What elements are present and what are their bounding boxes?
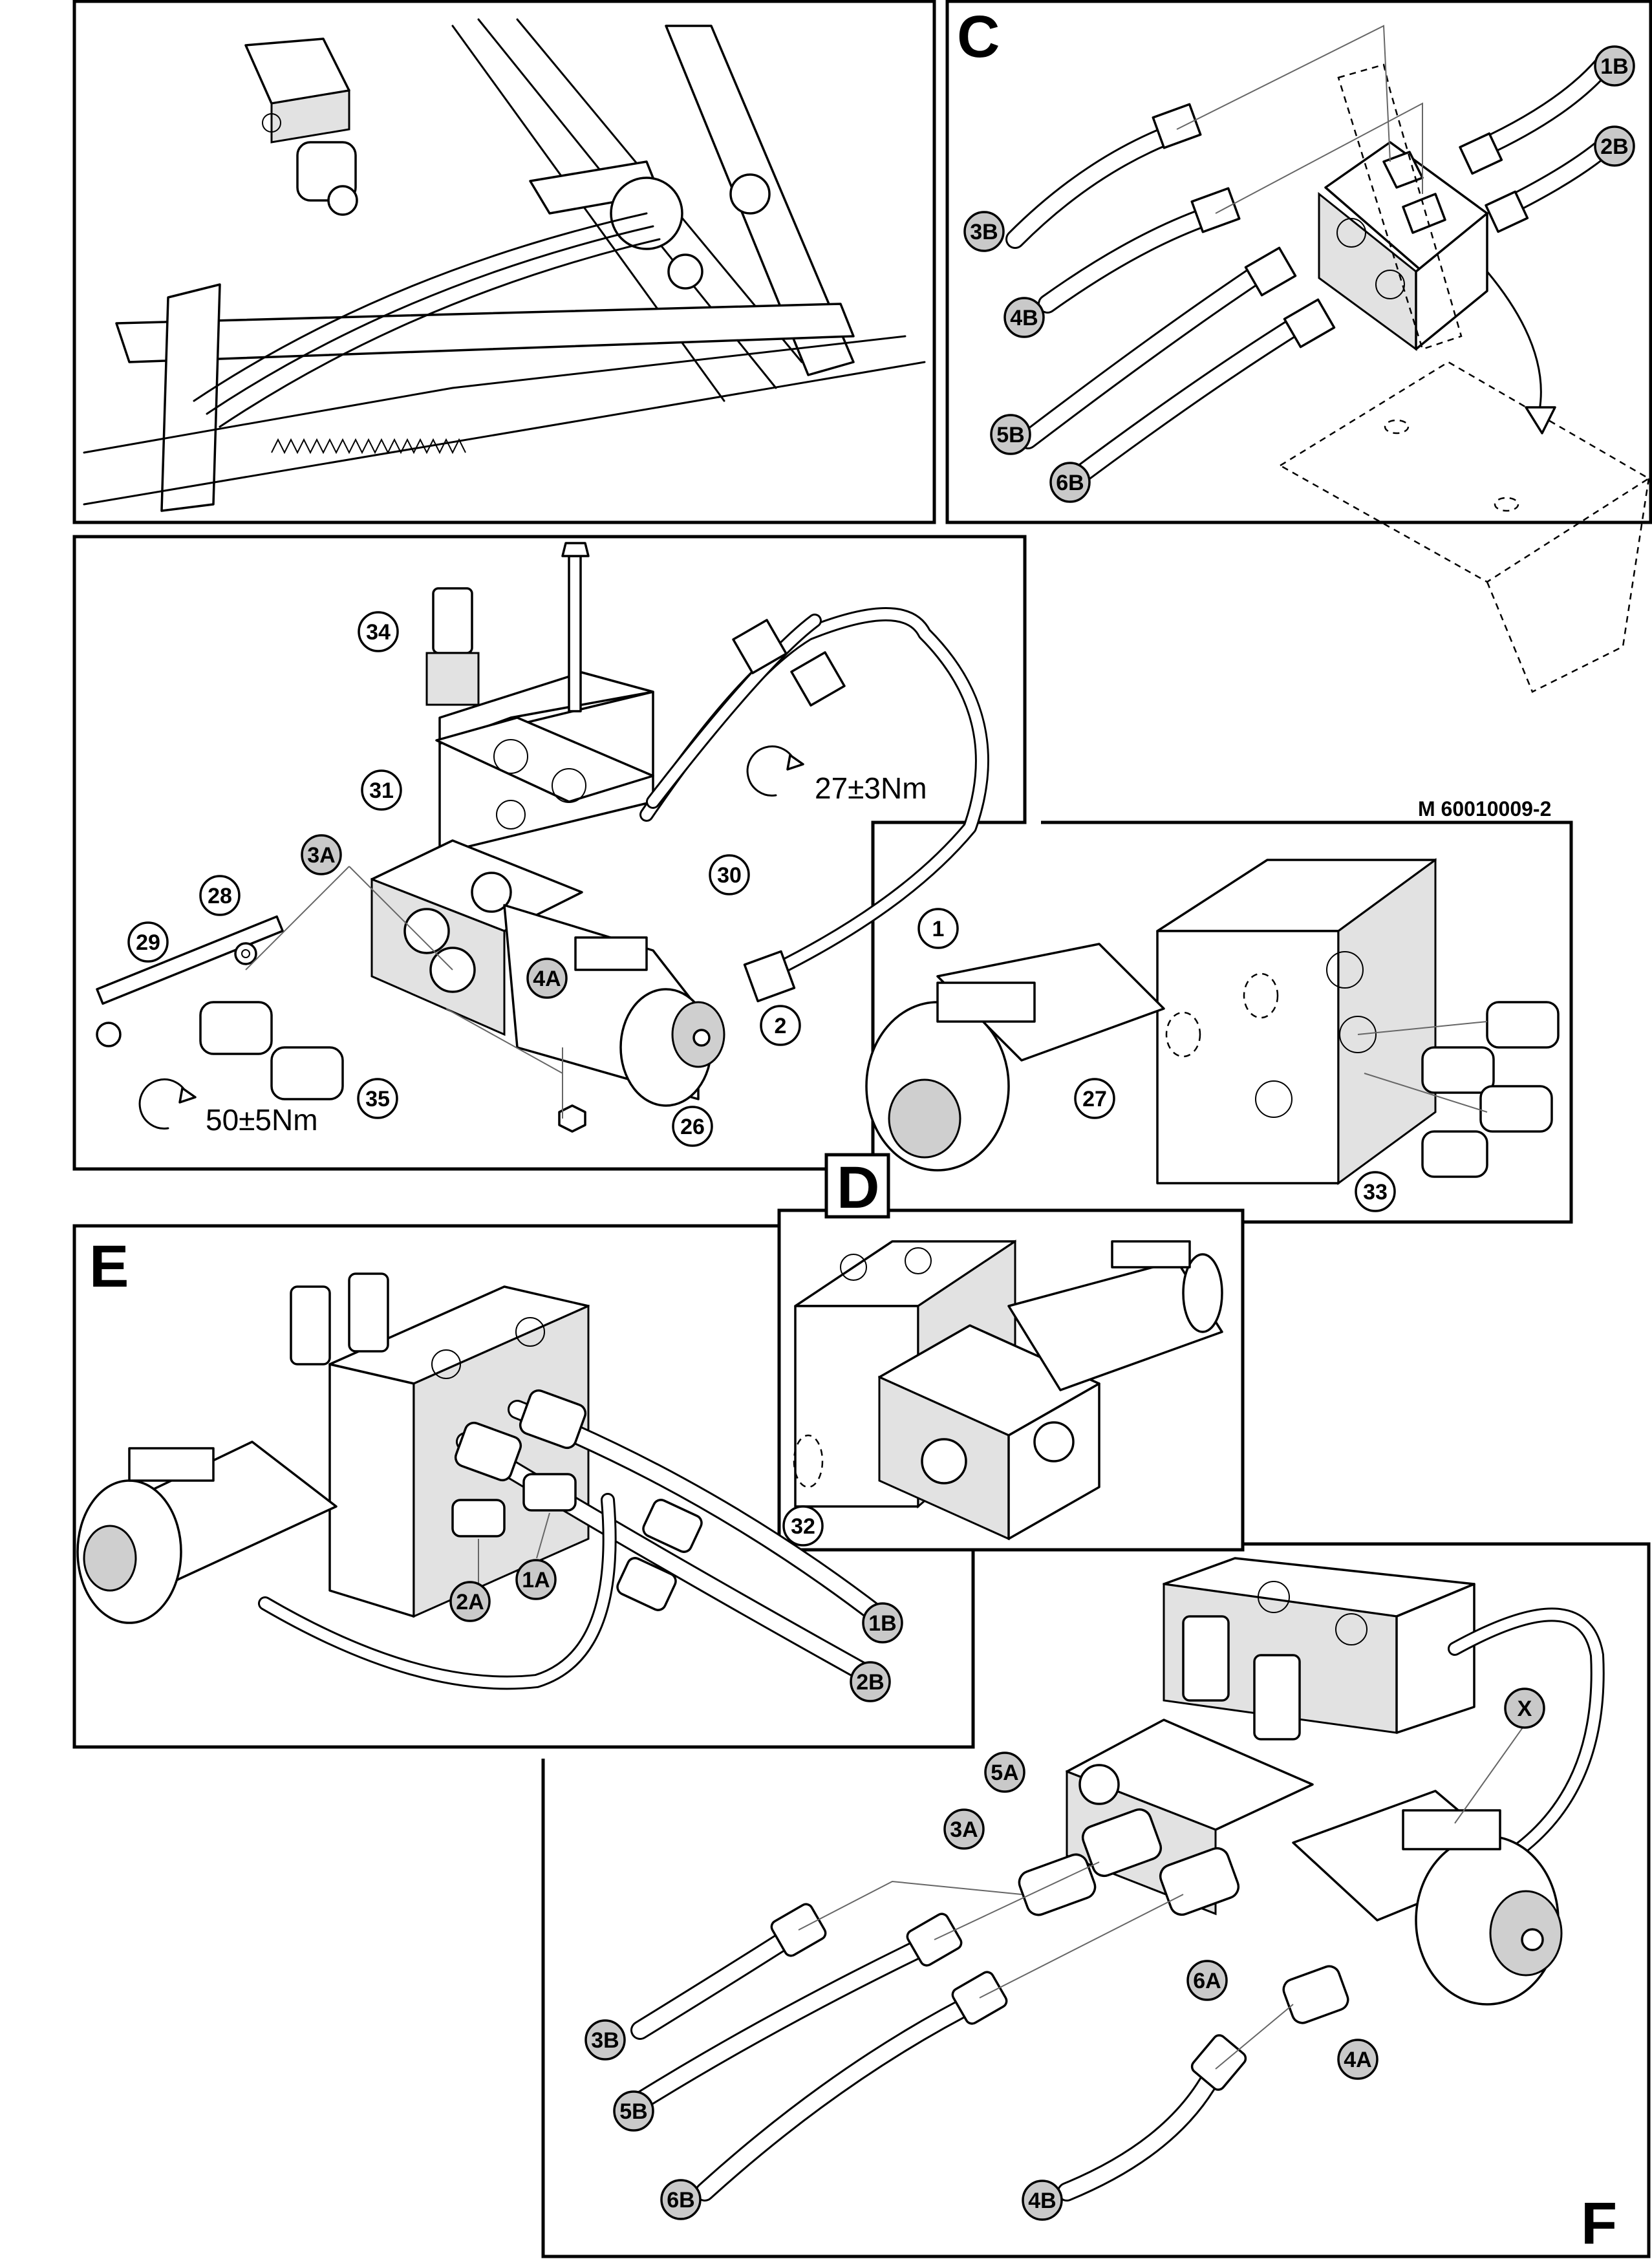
callout-view-c-4b: 4B [1003,297,1045,338]
torque-icon-upper [746,745,804,797]
callout-view-c-1b: 1B [1594,45,1635,87]
view-letter-e: E [89,1234,129,1300]
svg-text:1A: 1A [522,1568,550,1592]
callout-view-f-3a: 3A [943,1808,985,1850]
callout-main-2: 2 [760,1005,801,1046]
svg-text:1B: 1B [868,1611,896,1636]
svg-text:2A: 2A [456,1590,484,1614]
svg-text:6A: 6A [1193,1969,1221,1993]
callout-view-f-6b: 6B [660,2179,702,2220]
callout-view-f-5a: 5A [984,1752,1025,1793]
svg-text:32: 32 [791,1514,815,1539]
view-c-panel: C [945,0,1652,693]
torque-lower: 50±5Nm [206,1103,318,1137]
svg-text:6B: 6B [1056,471,1084,495]
callout-view-c-2b: 2B [1594,125,1635,167]
callout-view-f-3b: 3B [585,2019,626,2061]
svg-text:35: 35 [365,1087,390,1111]
callout-view-f-6a: 6A [1186,1960,1228,2001]
callout-view-d-27: 27 [1074,1078,1115,1119]
torque-upper: 27±3Nm [815,771,927,805]
callout-main-4a: 4A [526,958,568,999]
torque-icon-lower [138,1078,197,1130]
callout-view-f-4b: 4B [1022,2180,1063,2221]
svg-text:5B: 5B [996,423,1024,447]
svg-text:3A: 3A [950,1817,978,1842]
callout-view-c-6b: 6B [1049,462,1091,503]
svg-text:3B: 3B [591,2028,619,2053]
callout-view-e-2a: 2A [449,1581,491,1622]
callout-main-35: 35 [357,1078,398,1119]
svg-text:27: 27 [1082,1087,1107,1111]
callout-main-26: 26 [672,1106,713,1147]
svg-text:1: 1 [932,917,945,941]
callout-main-29: 29 [127,921,169,963]
svg-text:30: 30 [717,863,742,888]
svg-text:33: 33 [1363,1180,1388,1205]
svg-text:4B: 4B [1010,306,1038,330]
callout-view-d-33: 33 [1355,1171,1396,1212]
svg-text:29: 29 [136,930,160,955]
document-ref: M 60010009-2 [1418,797,1551,820]
view-ports-panel: M 60010009-2 27 33 [865,797,1573,1224]
svg-text:6B: 6B [667,2188,694,2213]
callout-main-1: 1 [917,908,959,949]
view-letter-d: D [837,1155,879,1221]
svg-text:5A: 5A [991,1761,1018,1785]
svg-text:X: X [1518,1697,1532,1721]
callout-main-28: 28 [199,875,241,916]
callout-view-c-3b: 3B [963,211,1005,252]
view-d-panel: D 32 [777,1153,1245,1552]
callout-view-e-2b: 2B [850,1661,891,1702]
svg-text:5B: 5B [619,2099,647,2124]
svg-text:1B: 1B [1600,54,1628,79]
svg-text:2: 2 [775,1014,787,1038]
svg-text:26: 26 [680,1115,705,1139]
callout-main-30: 30 [709,854,750,895]
svg-text:2B: 2B [856,1670,884,1695]
callout-main-31: 31 [361,769,402,811]
view-letter-c: C [957,4,1000,70]
callout-view-e-1b: 1B [862,1602,903,1644]
callout-view-f-4a: 4A [1337,2039,1378,2080]
svg-text:3B: 3B [970,220,998,244]
callout-view-f-5b: 5B [613,2090,654,2132]
overview-panel [72,0,936,524]
svg-text:4A: 4A [533,967,561,991]
callout-view-d-32: 32 [782,1505,824,1547]
svg-text:3A: 3A [307,843,335,868]
view-letter-f: F [1581,2191,1617,2256]
svg-text:2B: 2B [1600,134,1628,159]
svg-text:28: 28 [208,884,232,908]
main-exploded-panel: 27±3Nm 50±5Nm 34 31 3A 28 29 4A 35 30 1 … [72,535,1027,1171]
svg-text:31: 31 [369,778,394,803]
callout-main-34: 34 [358,611,399,652]
callout-view-c-5b: 5B [990,414,1031,455]
callout-view-f-x: X [1504,1688,1545,1729]
callout-view-e-1a: 1A [515,1559,557,1600]
callout-main-3a: 3A [301,834,342,875]
svg-text:34: 34 [366,620,391,645]
svg-text:4A: 4A [1344,2048,1371,2072]
view-f-panel: F [541,1542,1651,2258]
svg-text:4B: 4B [1028,2189,1056,2213]
view-e-panel: E 2A 1A 1B 2B [72,1224,975,1749]
